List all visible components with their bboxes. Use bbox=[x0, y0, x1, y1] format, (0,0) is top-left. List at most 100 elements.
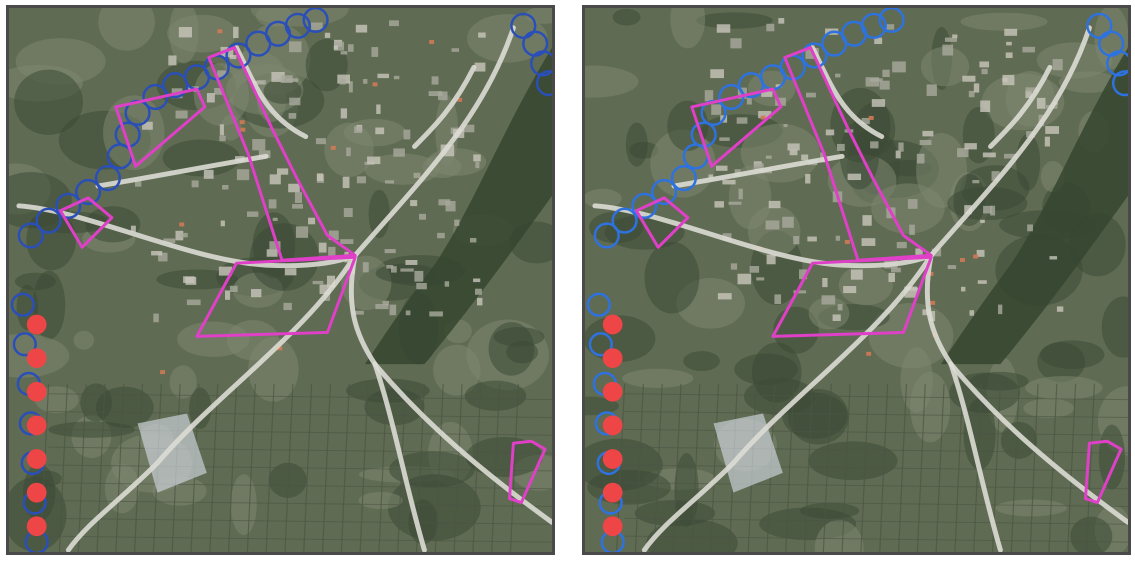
building bbox=[222, 185, 229, 190]
parcel-outline[interactable] bbox=[507, 439, 547, 505]
building bbox=[874, 37, 883, 45]
red-marker[interactable] bbox=[602, 314, 623, 335]
boundary-ring bbox=[10, 292, 35, 317]
building bbox=[288, 183, 300, 193]
building bbox=[419, 213, 427, 220]
building bbox=[714, 201, 724, 208]
red-marker[interactable] bbox=[26, 415, 47, 436]
building bbox=[1022, 46, 1035, 53]
parcel-outline[interactable] bbox=[207, 46, 357, 262]
building bbox=[801, 154, 809, 161]
vegetation-patch bbox=[14, 69, 83, 135]
building bbox=[324, 32, 331, 38]
building bbox=[219, 124, 224, 136]
red-marker[interactable] bbox=[26, 314, 47, 335]
building bbox=[793, 290, 807, 294]
building bbox=[728, 201, 742, 205]
building bbox=[346, 147, 351, 157]
map-panel-left[interactable] bbox=[6, 5, 555, 555]
building bbox=[256, 80, 267, 85]
marker-layer bbox=[26, 314, 47, 537]
parcel-outline[interactable] bbox=[1083, 439, 1123, 505]
building bbox=[158, 252, 168, 262]
building bbox=[342, 176, 350, 189]
boundary-ring bbox=[670, 165, 698, 192]
building bbox=[1002, 74, 1015, 86]
building bbox=[722, 179, 736, 185]
building bbox=[972, 179, 980, 184]
building bbox=[998, 304, 1003, 315]
boundary-ring bbox=[35, 207, 62, 234]
vegetation-patch bbox=[995, 499, 1068, 517]
red-marker[interactable] bbox=[602, 415, 623, 436]
vegetation-patch bbox=[838, 264, 893, 306]
building bbox=[431, 76, 439, 85]
building bbox=[768, 200, 781, 209]
building bbox=[957, 148, 969, 158]
red-marker[interactable] bbox=[26, 482, 47, 503]
building bbox=[473, 154, 481, 162]
field-line bbox=[691, 383, 701, 552]
vegetation-patch bbox=[1039, 340, 1105, 369]
map-panel-right[interactable] bbox=[582, 5, 1131, 555]
building bbox=[288, 113, 297, 119]
building bbox=[428, 91, 443, 97]
boundary-ring bbox=[55, 192, 82, 219]
boundary-ring bbox=[535, 70, 552, 97]
red-marker[interactable] bbox=[602, 449, 623, 469]
parcel-outline[interactable] bbox=[690, 87, 783, 168]
field-line bbox=[935, 383, 945, 552]
building bbox=[246, 211, 259, 217]
building bbox=[375, 304, 389, 310]
red-marker[interactable] bbox=[602, 348, 623, 369]
red-marker[interactable] bbox=[26, 348, 47, 369]
red-marker[interactable] bbox=[26, 516, 47, 537]
vegetation-patch bbox=[1023, 398, 1075, 418]
vegetation-patch bbox=[305, 38, 348, 92]
red-marker[interactable] bbox=[602, 482, 623, 503]
field-line bbox=[434, 383, 444, 552]
building bbox=[983, 205, 992, 214]
red-marker[interactable] bbox=[26, 381, 47, 402]
building bbox=[870, 141, 879, 149]
field-line bbox=[803, 383, 814, 552]
field-line bbox=[227, 383, 238, 552]
red-marker[interactable] bbox=[602, 381, 623, 402]
building bbox=[789, 149, 798, 156]
field-line bbox=[624, 393, 1128, 401]
building bbox=[976, 249, 985, 257]
field-line bbox=[246, 383, 256, 552]
vegetation-patch bbox=[644, 241, 700, 314]
road bbox=[348, 252, 378, 367]
greenhouse-block bbox=[137, 413, 207, 493]
parcel-outline[interactable] bbox=[634, 196, 690, 249]
field-line bbox=[48, 535, 552, 543]
building bbox=[371, 47, 379, 57]
building bbox=[388, 20, 399, 27]
boundary-ring bbox=[1086, 12, 1113, 39]
building bbox=[1025, 90, 1032, 98]
building bbox=[961, 286, 966, 292]
building bbox=[405, 259, 418, 265]
building bbox=[708, 174, 714, 178]
red-marker[interactable] bbox=[602, 516, 623, 537]
building bbox=[153, 313, 159, 323]
building bbox=[347, 44, 354, 52]
parcel-outline[interactable] bbox=[783, 46, 933, 262]
parcel-outline[interactable] bbox=[195, 255, 357, 338]
roof bbox=[928, 271, 934, 276]
field-line bbox=[710, 383, 720, 552]
boundary-ring bbox=[651, 178, 678, 206]
boundary-ring bbox=[588, 332, 613, 357]
parcel-outline[interactable] bbox=[58, 196, 114, 249]
building bbox=[351, 310, 364, 315]
boundary-ring bbox=[611, 207, 638, 234]
building bbox=[977, 280, 987, 284]
building bbox=[717, 293, 732, 300]
building bbox=[704, 90, 714, 102]
red-marker[interactable] bbox=[26, 449, 47, 469]
vegetation-patch bbox=[1098, 424, 1126, 490]
parcel-outline[interactable] bbox=[114, 87, 207, 168]
building bbox=[340, 239, 354, 244]
parcel-outline[interactable] bbox=[771, 255, 933, 338]
